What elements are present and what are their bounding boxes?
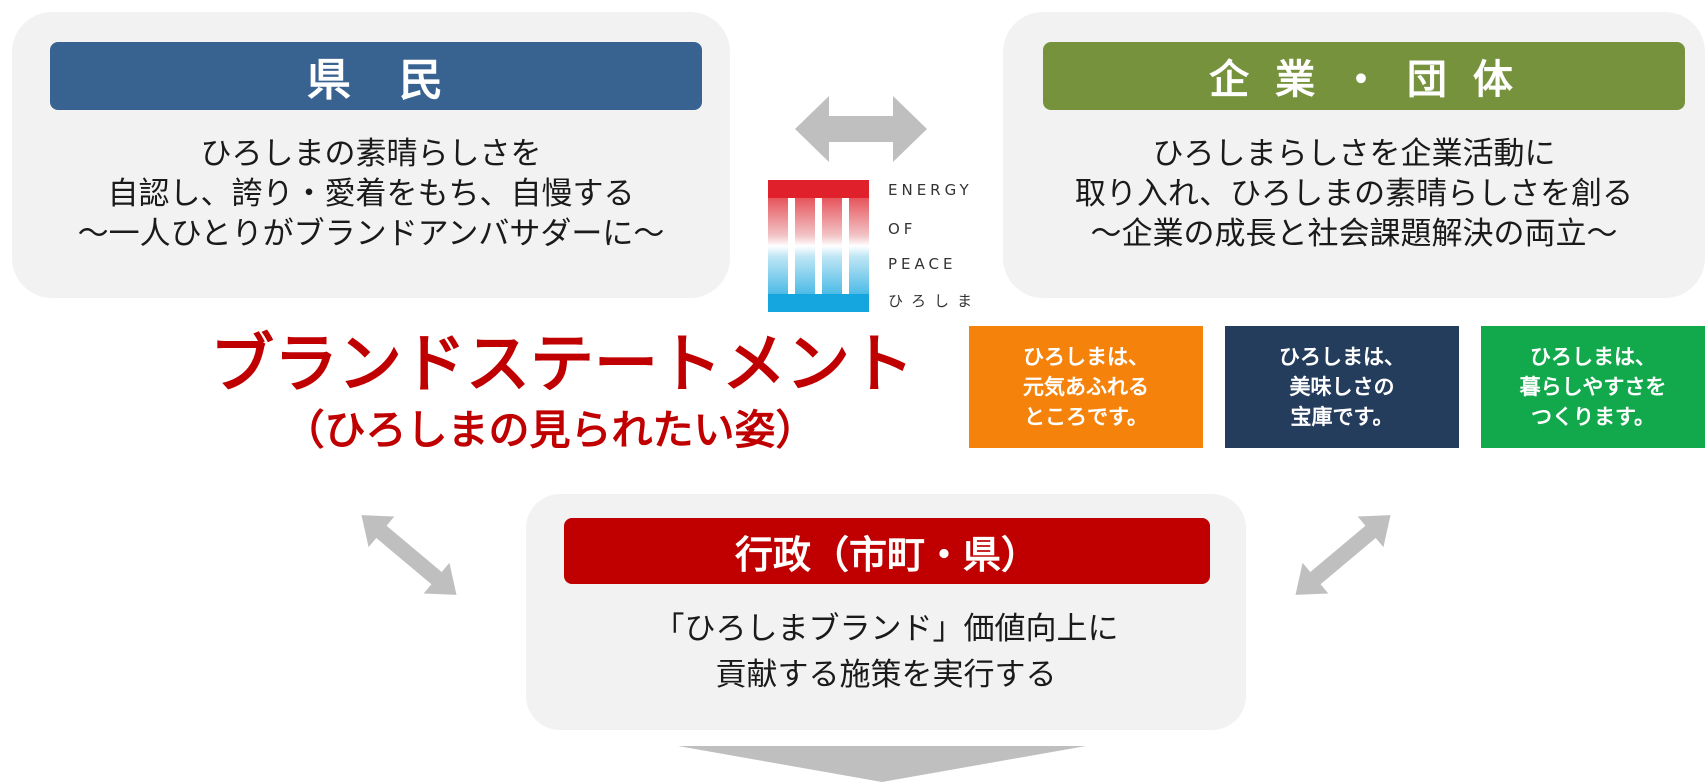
tag-line: ところです。 — [1024, 405, 1148, 429]
citizens-line-3: ～一人ひとりがブランドアンバサダーに～ — [77, 216, 665, 252]
government-line-1: 「ひろしまブランド」価値向上に — [653, 611, 1119, 647]
tag-line: 元気あふれる — [1023, 375, 1149, 399]
companies-panel: 企 業 ・ 団 体 ひろしまらしさを企業活動に 取り入れ、ひろしまの素晴らしさを… — [1003, 12, 1705, 298]
government-panel: 行政（市町・県） 「ひろしまブランド」価値向上に 貢献する施策を実行する — [526, 494, 1246, 730]
double-arrow-diagonal-left-icon — [361, 515, 457, 595]
government-header: 行政（市町・県） — [564, 518, 1210, 584]
government-description: 「ひろしまブランド」価値向上に 貢献する施策を実行する — [526, 606, 1246, 698]
companies-line-1: ひろしまらしさを企業活動に — [1152, 136, 1556, 172]
citizens-line-2: 自認し、誇り・愛着をもち、自慢する — [107, 176, 635, 212]
logo-text-of: OF — [888, 220, 917, 238]
citizens-panel: 県 民 ひろしまの素晴らしさを 自認し、誇り・愛着をもち、自慢する ～一人ひとり… — [12, 12, 730, 298]
companies-title: 企 業 ・ 団 体 — [1209, 57, 1519, 103]
companies-line-3: ～企業の成長と社会課題解決の両立～ — [1090, 216, 1618, 252]
government-title: 行政（市町・県） — [734, 532, 1039, 577]
government-line-2: 貢献する施策を実行する — [715, 657, 1057, 693]
tag-line: 暮らしやすさを — [1519, 375, 1667, 399]
energy-of-peace-logo-icon — [768, 180, 869, 312]
brand-statement-subtitle: （ひろしまの見られたい姿） — [283, 406, 817, 454]
citizens-line-1: ひろしまの素晴らしさを — [200, 136, 542, 172]
double-arrow-horizontal-icon — [795, 96, 927, 162]
logo-text-energy: ENERGY — [888, 181, 973, 199]
statement-tag-living: ひろしまは、 暮らしやすさを つくります。 — [1481, 326, 1705, 448]
statement-tag-energy: ひろしまは、 元気あふれる ところです。 — [969, 326, 1203, 448]
logo-text-hiroshima: ひろしま — [888, 292, 981, 310]
tag-line: 宝庫です。 — [1290, 405, 1394, 429]
brand-statement: ブランドステートメント （ひろしまの見られたい姿） — [210, 326, 914, 456]
tag-line: ひろしまは、 — [1279, 345, 1405, 369]
logo-text-peace: PEACE — [888, 255, 957, 273]
double-arrow-diagonal-right-icon — [1295, 515, 1391, 595]
companies-header: 企 業 ・ 団 体 — [1043, 42, 1685, 110]
tag-line: つくります。 — [1531, 405, 1655, 429]
tag-line: 美味しさの — [1289, 375, 1395, 399]
companies-line-2: 取り入れ、ひろしまの素晴らしさを創る — [1074, 176, 1634, 212]
down-arrow-icon — [678, 746, 1086, 782]
statement-tag-food: ひろしまは、 美味しさの 宝庫です。 — [1225, 326, 1459, 448]
tag-line: ひろしまは、 — [1530, 345, 1656, 369]
companies-description: ひろしまらしさを企業活動に 取り入れ、ひろしまの素晴らしさを創る ～企業の成長と… — [1003, 134, 1705, 254]
brand-statement-title: ブランドステートメント — [210, 328, 914, 402]
citizens-description: ひろしまの素晴らしさを 自認し、誇り・愛着をもち、自慢する ～一人ひとりがブラン… — [12, 134, 730, 254]
citizens-header: 県 民 — [50, 42, 702, 110]
citizens-title: 県 民 — [307, 55, 445, 106]
tag-line: ひろしまは、 — [1023, 345, 1149, 369]
